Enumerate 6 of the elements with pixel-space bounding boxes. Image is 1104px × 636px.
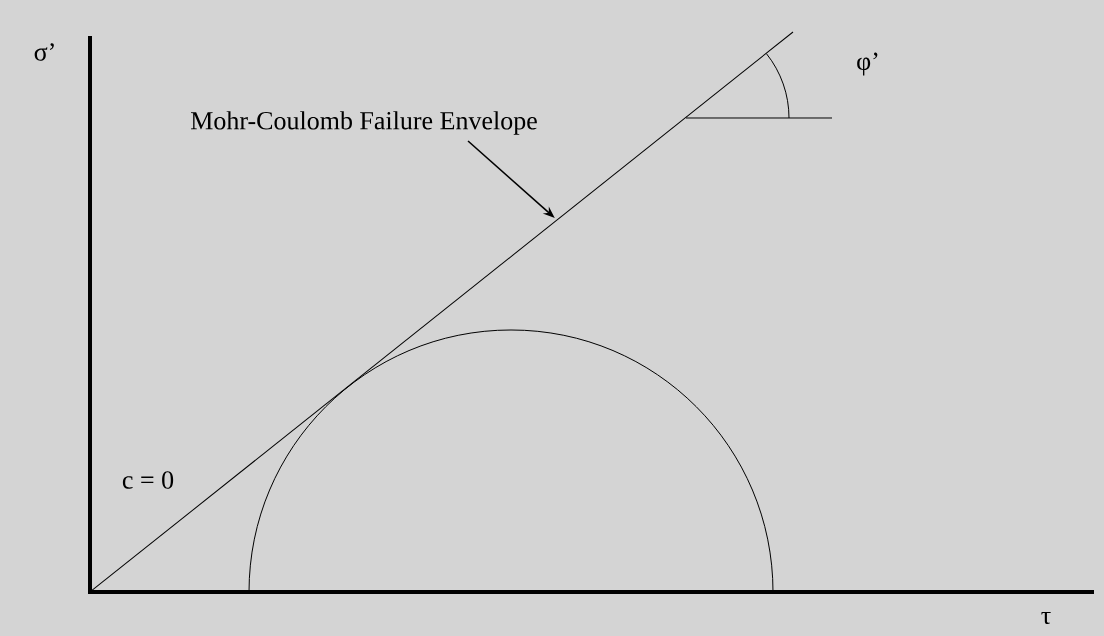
failure-envelope-line: [89, 31, 794, 593]
axis-label: c = 0: [122, 471, 174, 489]
axis-label: τ: [1041, 611, 1051, 625]
axis-label: φ’: [857, 52, 878, 76]
envelope-label: Mohr-Coulomb Failure Envelope: [191, 111, 537, 135]
axis-label: σ’: [34, 43, 54, 61]
